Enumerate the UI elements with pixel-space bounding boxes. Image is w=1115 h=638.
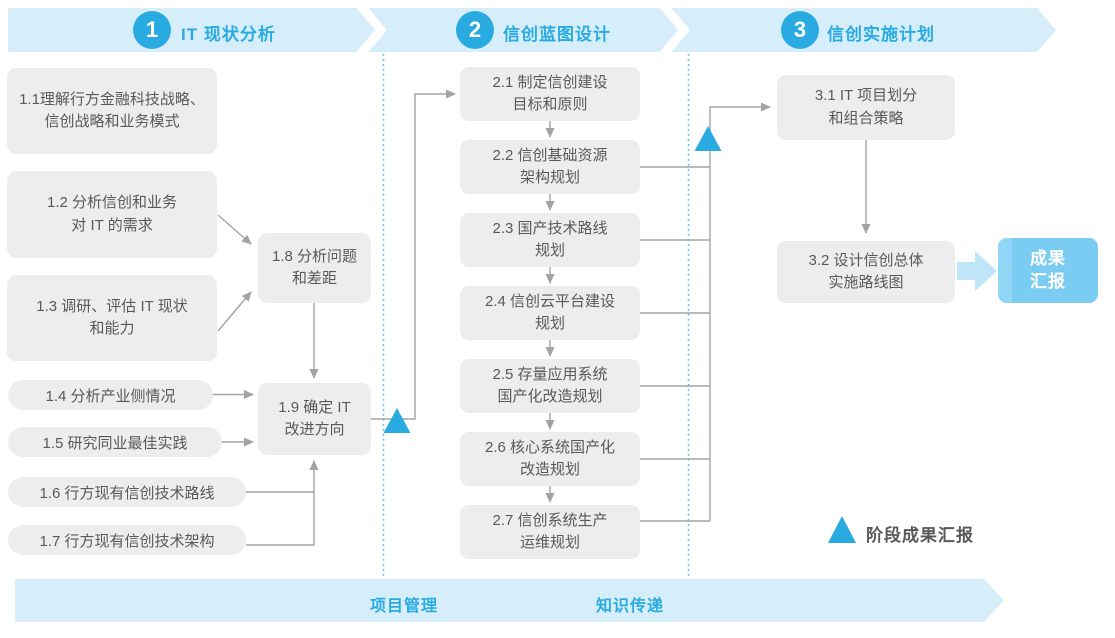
box-2-2-line2: 架构规划 — [519, 169, 580, 186]
phase-number-1: 1 — [145, 17, 159, 42]
box-1-8: 1.8 分析问题 和差距 — [258, 233, 371, 303]
banner-chevron-separator-1 — [356, 2, 387, 58]
box-2-5-line1: 2.5 存量应用系统 — [492, 365, 608, 383]
box-2-4-line1: 2.4 信创云平台建设 — [484, 292, 616, 310]
pill-1-5-label: 1.5 研究同业最佳实践 — [42, 434, 188, 452]
pill-1-6-label: 1.6 行方现有信创技术路线 — [39, 484, 215, 502]
phase-title-1: IT 现状分析 — [181, 25, 276, 44]
legend-triangle-icon — [828, 516, 856, 543]
box-1-1-line2: 信创战略和业务模式 — [44, 113, 180, 130]
connector-collector-to-3-1 — [709, 102, 771, 521]
box-2-6: 2.6 核心系统国产化 改造规划 — [460, 432, 640, 486]
box-1-9-line2: 改进方向 — [284, 421, 345, 438]
box-1-1-line1: 1.1理解行方金融科技战略、 — [19, 90, 205, 108]
result-report-line1: 成果 — [1030, 249, 1066, 269]
results-fat-arrow-icon — [957, 251, 997, 291]
box-2-3: 2.3 国产技术路线 规划 — [460, 213, 640, 267]
box-2-2: 2.2 信创基础资源 架构规划 — [460, 140, 640, 194]
footer-label-knowledge-transfer: 知识传递 — [596, 598, 665, 615]
box-2-5: 2.5 存量应用系统 国产化改造规划 — [460, 359, 640, 413]
pill-1-7-label: 1.7 行方现有信创技术架构 — [39, 532, 215, 550]
box-3-1-line1: 3.1 IT 项目划分 — [814, 87, 918, 104]
box-2-5-line2: 国产化改造规划 — [497, 388, 603, 405]
box-2-6-line1: 2.6 核心系统国产化 — [484, 438, 616, 456]
box-3-2-line1: 3.2 设计信创总体 — [808, 251, 924, 269]
pill-1-4-label: 1.4 分析产业侧情况 — [45, 387, 176, 405]
phase-number-2: 2 — [468, 17, 482, 42]
box-2-6-line2: 改造规划 — [519, 461, 580, 478]
milestone-triangle-phase2-icon — [694, 126, 722, 151]
box-3-1: 3.1 IT 项目划分 和组合策略 — [777, 75, 955, 140]
bottom-banner-shape — [15, 579, 1004, 622]
phase-circle-1: 1 — [133, 11, 171, 49]
result-report-line2: 汇报 — [1030, 271, 1066, 291]
box-1-9: 1.9 确定 IT 改进方向 — [258, 383, 371, 455]
connector-1-7-elbow — [246, 460, 319, 546]
box-2-7-line2: 运维规划 — [519, 534, 580, 551]
box-2-4-line2: 规划 — [534, 315, 565, 332]
pill-1-5: 1.5 研究同业最佳实践 — [8, 427, 222, 457]
box-2-7-line1: 2.7 信创系统生产 — [492, 511, 608, 529]
box-1-2-line1: 1.2 分析信创和业务 — [46, 194, 178, 211]
pill-1-4: 1.4 分析产业侧情况 — [8, 380, 213, 410]
box-2-1-line1: 2.1 制定信创建设 — [492, 73, 608, 91]
connector-1-2-to-1-8 — [217, 214, 252, 245]
box-1-9-line1: 1.9 确定 IT — [278, 398, 351, 416]
box-2-7: 2.7 信创系统生产 运维规划 — [460, 505, 640, 559]
pill-1-6: 1.6 行方现有信创技术路线 — [8, 477, 246, 507]
box-2-3-line2: 规划 — [534, 242, 565, 259]
phase-title-2: 信创蓝图设计 — [503, 25, 611, 44]
legend-label: 阶段成果汇报 — [866, 526, 974, 545]
footer-label-project-management: 项目管理 — [370, 598, 439, 615]
box-1-1: 1.1理解行方金融科技战略、 信创战略和业务模式 — [7, 68, 217, 154]
connector-1-3-to-1-8 — [217, 291, 252, 332]
box-3-1-line2: 和组合策略 — [828, 109, 904, 127]
box-1-8-line1: 1.8 分析问题 — [271, 247, 358, 265]
box-2-1-line2: 目标和原则 — [512, 96, 588, 113]
result-report-box-edge — [998, 238, 1012, 303]
box-3-2-line2: 实施路线图 — [828, 274, 904, 291]
box-1-2: 1.2 分析信创和业务 对 IT 的需求 — [7, 171, 217, 258]
phase-circle-3: 3 — [781, 11, 819, 49]
box-1-8-line2: 和差距 — [291, 270, 337, 287]
box-2-4: 2.4 信创云平台建设 规划 — [460, 286, 640, 340]
phase-number-3: 3 — [793, 17, 807, 42]
pill-1-7: 1.7 行方现有信创技术架构 — [8, 525, 246, 555]
box-1-3: 1.3 调研、评估 IT 现状 和能力 — [7, 275, 217, 361]
box-1-2-line2: 对 IT 的需求 — [71, 216, 153, 234]
result-report-box: 成果 汇报 — [998, 238, 1098, 303]
box-2-2-line1: 2.2 信创基础资源 — [492, 146, 608, 164]
box-1-3-line1: 1.3 调研、评估 IT 现状 — [36, 297, 188, 315]
phase-title-3: 信创实施计划 — [827, 25, 935, 44]
banner-chevron-separator-2 — [659, 2, 690, 58]
phase-circle-2: 2 — [456, 11, 494, 49]
box-2-3-line1: 2.3 国产技术路线 — [492, 219, 608, 237]
box-1-3-line2: 和能力 — [89, 320, 135, 337]
box-3-2: 3.2 设计信创总体 实施路线图 — [777, 241, 955, 303]
milestone-triangle-phase1-icon — [383, 408, 411, 433]
box-2-1: 2.1 制定信创建设 目标和原则 — [460, 67, 640, 121]
